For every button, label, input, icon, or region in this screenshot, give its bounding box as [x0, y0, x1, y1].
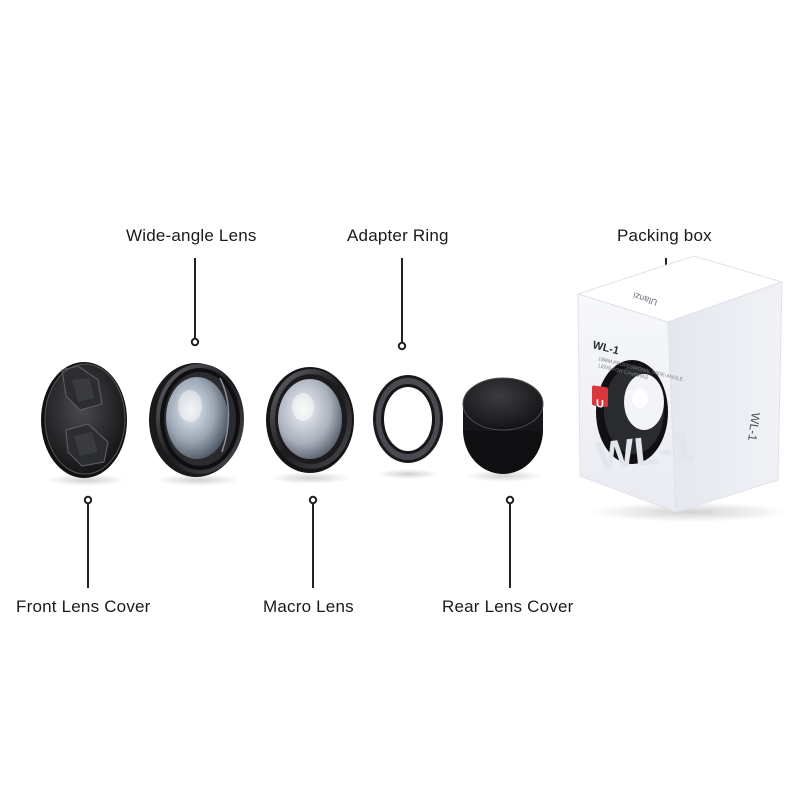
- front-lens-cover-image: [41, 362, 127, 486]
- leader-dot-rear-cover: [505, 495, 515, 505]
- rear-lens-cover-image: [462, 377, 544, 482]
- box-brand-logo: [592, 385, 608, 408]
- box-model-side: WL-1: [745, 412, 763, 443]
- macro-lens-image: [266, 367, 354, 484]
- packing-box-image: U Ulanzi WL-1 18MM PROFESSIONAL WIDE-ANG…: [576, 255, 790, 522]
- label-adapter-ring: Adapter Ring: [347, 226, 449, 245]
- leader-dot-macro: [308, 495, 318, 505]
- adapter-ring-image: [373, 375, 443, 479]
- leader-dot-adapter: [397, 341, 407, 351]
- wide-angle-lens-image: [149, 363, 244, 486]
- box-logo-letter: U: [596, 398, 604, 411]
- leader-dot-wide-angle: [190, 337, 200, 347]
- label-macro-lens: Macro Lens: [263, 597, 354, 616]
- box-lens-graphic: [596, 360, 668, 464]
- label-rear-lens-cover: Rear Lens Cover: [442, 597, 574, 616]
- leader-dot-front-cover: [83, 495, 93, 505]
- box-model-large: WL-1: [594, 425, 696, 479]
- label-front-lens-cover: Front Lens Cover: [16, 597, 151, 616]
- label-packing-box: Packing box: [617, 226, 712, 245]
- label-wide-angle-lens: Wide-angle Lens: [126, 226, 257, 245]
